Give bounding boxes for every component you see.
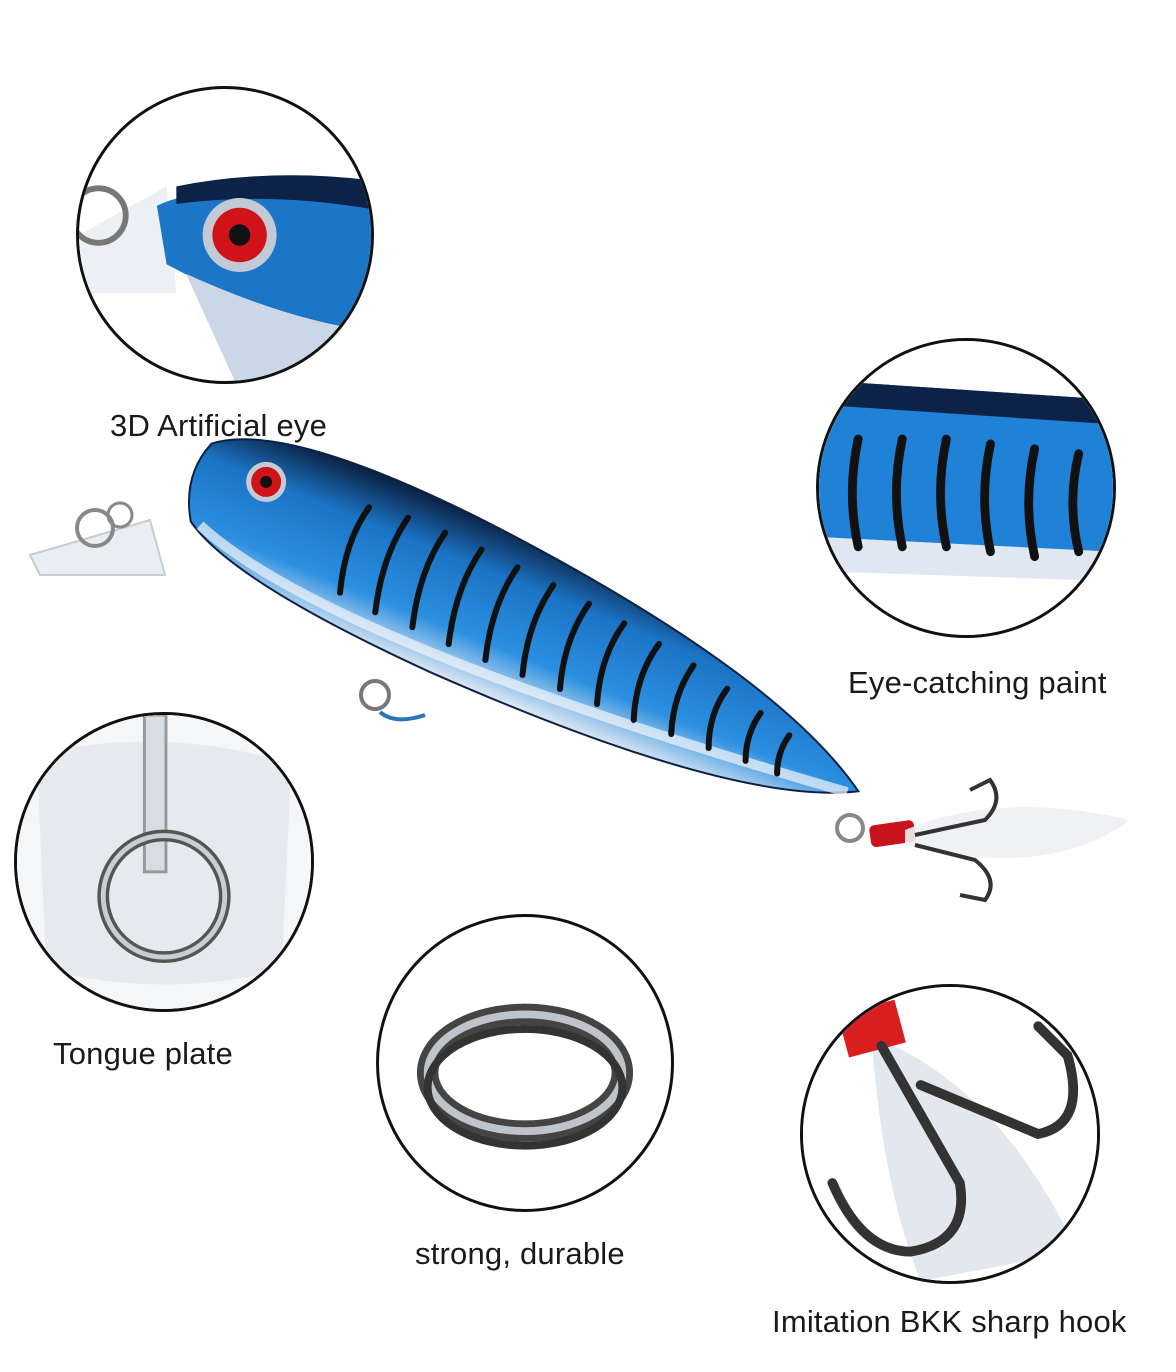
paint-closeup-image — [819, 341, 1113, 635]
hook-icon — [827, 1040, 966, 1257]
hook-closeup-circle — [800, 984, 1100, 1284]
feather — [905, 807, 1130, 858]
treble-hook — [914, 777, 999, 903]
caption-tongue: Tongue plate — [53, 1036, 233, 1071]
hook-closeup-image — [803, 987, 1097, 1281]
front-ring — [75, 508, 115, 548]
caption-hook: Imitation BKK sharp hook — [772, 1304, 1127, 1339]
ring-closeup-image — [416, 1003, 634, 1150]
eye-closeup-image — [79, 175, 371, 381]
caption-ring: strong, durable — [415, 1236, 625, 1271]
lure-stripes — [337, 504, 793, 777]
paint-closeup-circle — [816, 338, 1116, 638]
feather — [871, 1036, 1078, 1281]
rear-ring — [835, 813, 865, 843]
tongue-closeup-image — [17, 715, 311, 1009]
paint-stripes — [847, 434, 1084, 562]
caption-eye: 3D Artificial eye — [110, 408, 328, 443]
ring-closeup-circle — [376, 914, 674, 1212]
tongue-closeup-circle — [14, 712, 314, 1012]
caption-paint: Eye-catching paint — [848, 665, 1107, 700]
eye-closeup-circle — [76, 86, 374, 384]
